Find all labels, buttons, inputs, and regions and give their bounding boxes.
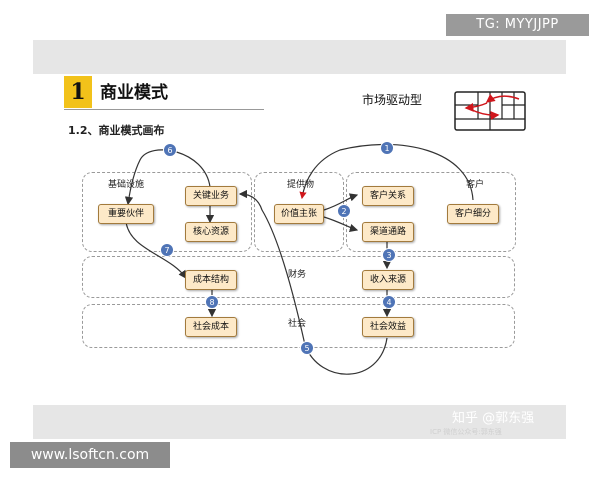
- step-badge-4: 4: [382, 295, 396, 309]
- node-customer-segments: 客户细分: [447, 204, 499, 224]
- step-badge-2: 2: [337, 204, 351, 218]
- step-badge-1: 1: [380, 141, 394, 155]
- step-badge-3-label: 3: [386, 251, 391, 260]
- small-watermark: ICP 微信公众号:郭东强: [430, 428, 502, 436]
- step-badge-5-label: 5: [304, 344, 309, 353]
- diagram-subtitle: 1.2、商业模式画布: [68, 124, 165, 137]
- node-customer-relationships: 客户关系: [362, 186, 414, 206]
- site-watermark: www.lsoftcn.com: [10, 442, 170, 468]
- step-badge-3: 3: [382, 248, 396, 262]
- region-finance: [82, 256, 515, 298]
- region-label-offering: 提供物: [287, 180, 315, 190]
- region-label-customer: 客户: [466, 180, 485, 190]
- arrow-step-2b: [323, 216, 359, 233]
- arrow-step-1: [299, 143, 474, 201]
- watermark-tag: TG: MYYJJPP: [446, 14, 589, 36]
- step-badge-1-label: 1: [384, 144, 389, 153]
- region-society: [82, 304, 515, 348]
- step-badge-7: 7: [160, 243, 174, 257]
- step-badge-5: 5: [300, 341, 314, 355]
- slide-top-bar: [33, 40, 566, 74]
- zhihu-watermark: 知乎 @郭东强: [452, 411, 535, 426]
- node-key-partners: 重要伙伴: [98, 204, 154, 224]
- arrow-step-5: [238, 189, 388, 375]
- region-label-finance: 财务: [288, 270, 307, 280]
- region-label-infrastructure: 基础设施: [108, 180, 145, 190]
- step-badge-8: 8: [205, 295, 219, 309]
- node-revenue-streams: 收入来源: [362, 270, 414, 290]
- step-badge-4-label: 4: [386, 298, 391, 307]
- node-value-proposition: 价值主张: [274, 204, 324, 224]
- step-badge-6-label: 6: [167, 146, 172, 155]
- step-badge-6: 6: [163, 143, 177, 157]
- node-channels: 渠道通路: [362, 222, 414, 242]
- section-number: 1: [64, 76, 92, 108]
- step-badge-8-label: 8: [209, 298, 214, 307]
- section-divider: [64, 109, 264, 110]
- node-key-activities: 关键业务: [185, 186, 237, 206]
- step-badge-2-label: 2: [341, 207, 346, 216]
- node-social-benefit: 社会效益: [362, 317, 414, 337]
- arrow-step-6: [124, 149, 211, 206]
- market-driven-label: 市场驱动型: [362, 93, 423, 107]
- market-grid-icon: [454, 91, 526, 131]
- slide-bottom-bar: [33, 405, 566, 439]
- step-badge-7-label: 7: [164, 246, 169, 255]
- node-key-resources: 核心资源: [185, 222, 237, 242]
- region-label-society: 社会: [288, 319, 307, 329]
- arrow-step-7: [125, 221, 187, 279]
- arrow-step-2a: [323, 193, 359, 211]
- section-title: 商业模式: [100, 83, 168, 103]
- node-social-cost: 社会成本: [185, 317, 237, 337]
- node-cost-structure: 成本结构: [185, 270, 237, 290]
